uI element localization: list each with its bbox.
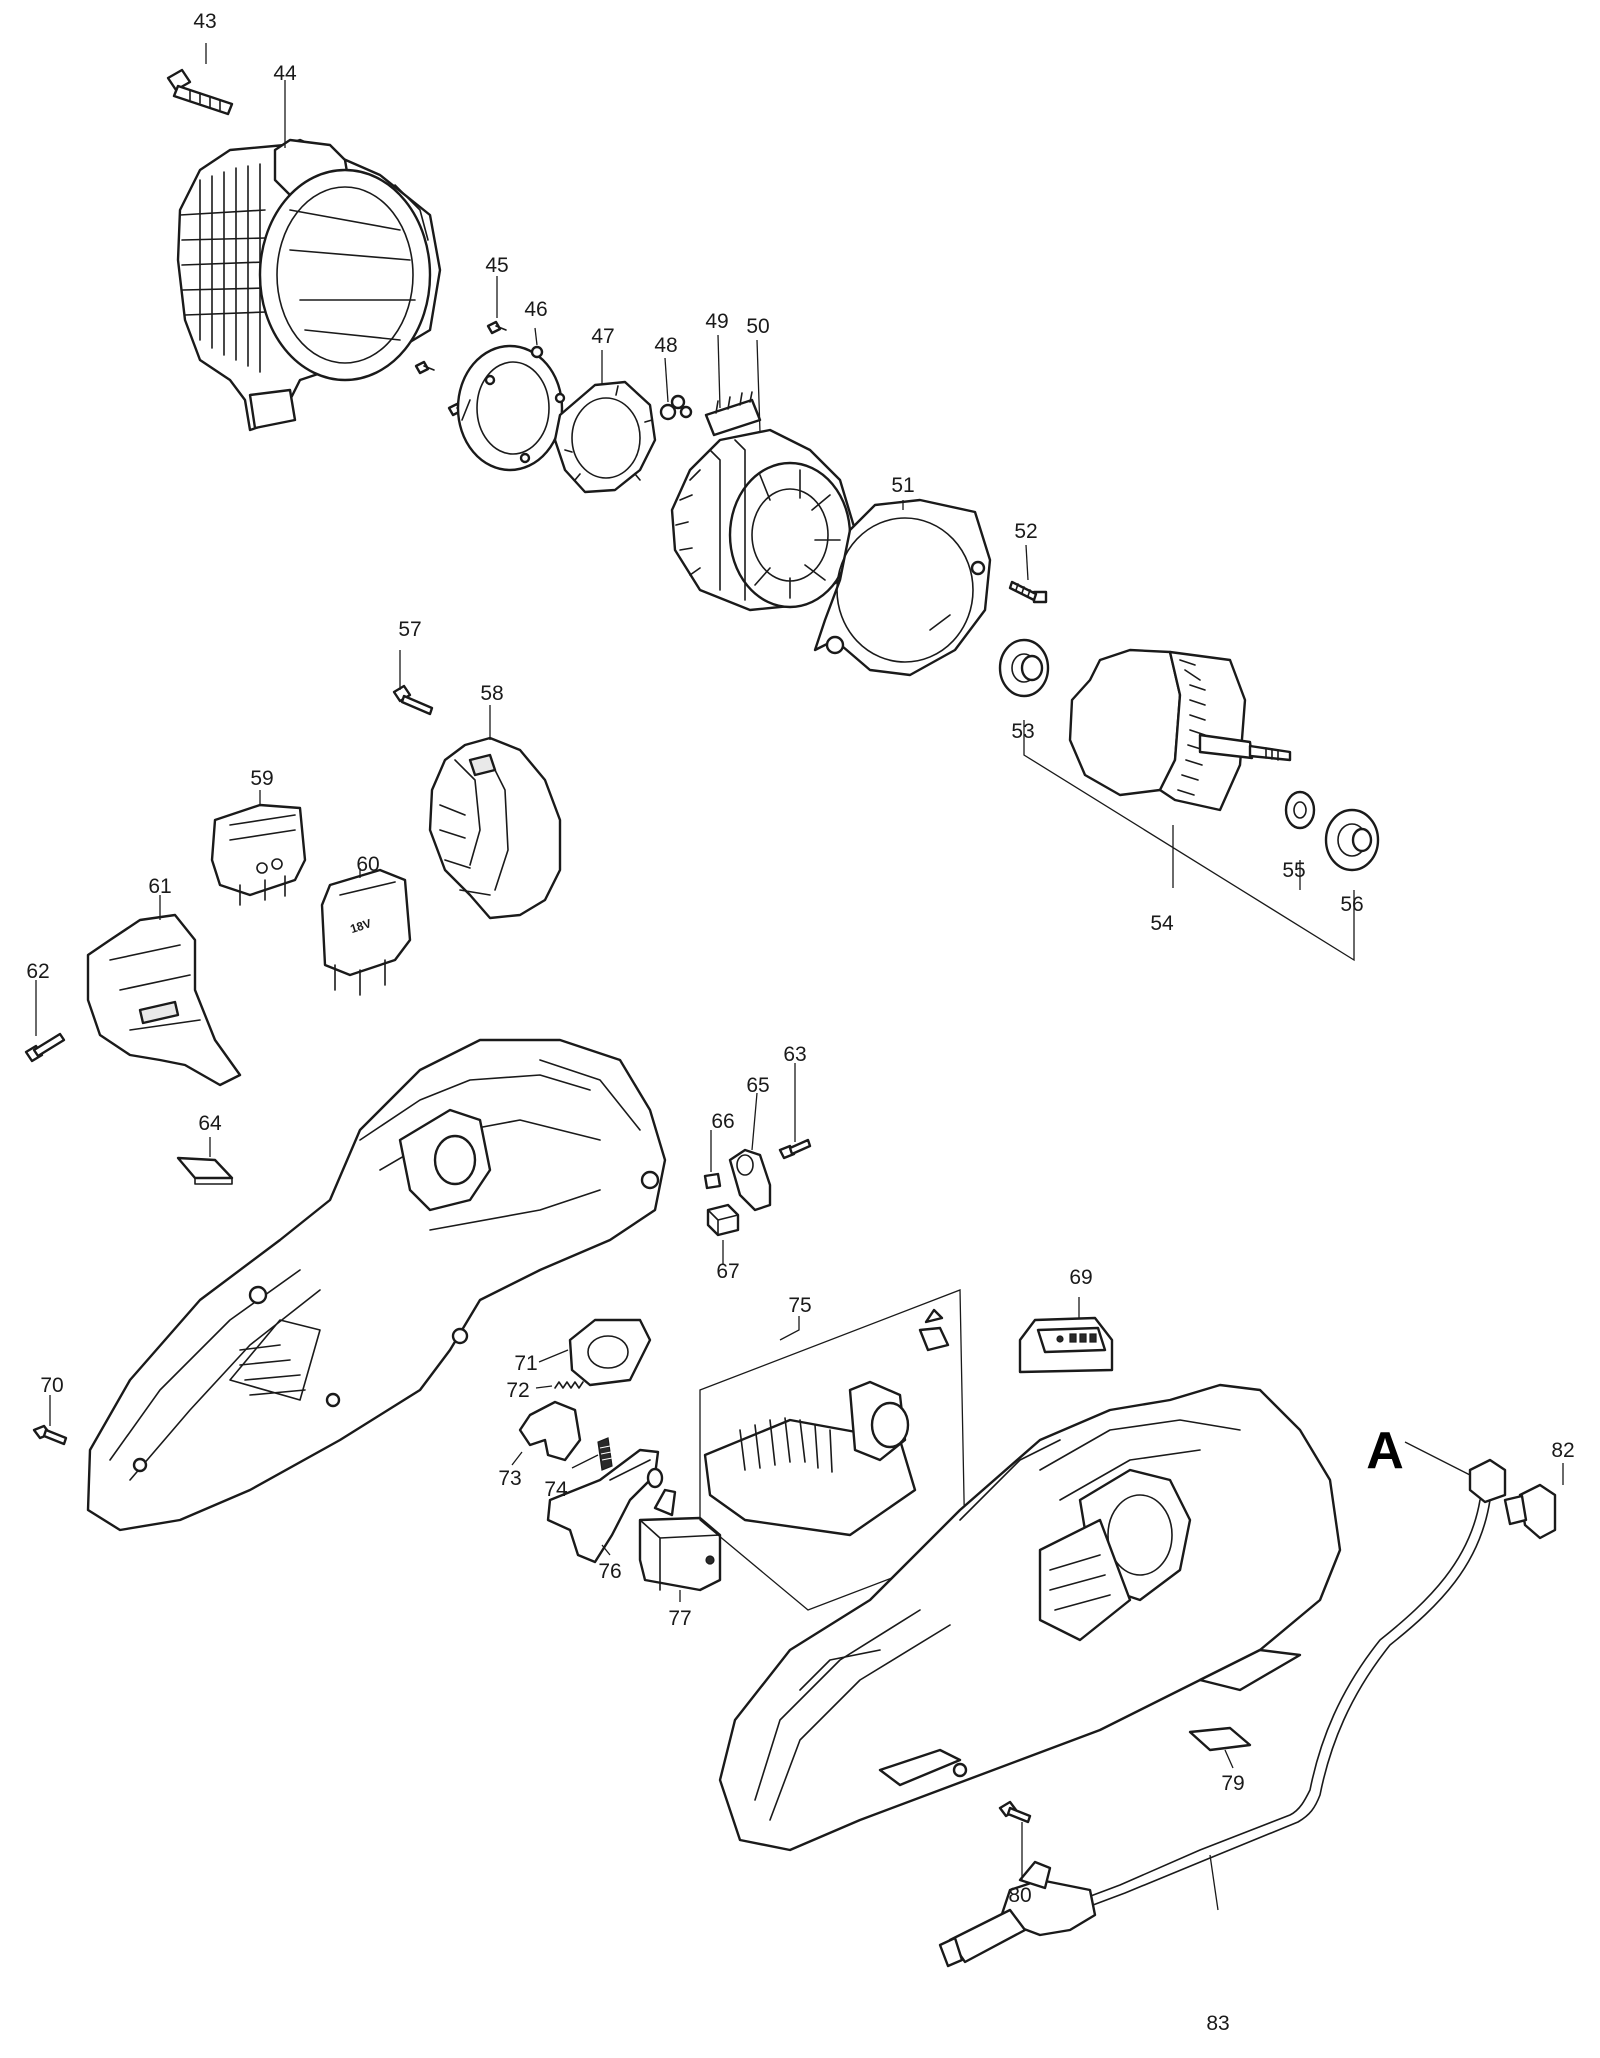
callout-56: 56: [1340, 893, 1363, 916]
callout-58: 58: [480, 682, 503, 705]
part-54-rotor: [1068, 648, 1292, 812]
part-45-screw: [486, 320, 507, 335]
part-69-switch-panel: [1018, 1316, 1114, 1374]
callout-44: 44: [273, 62, 297, 85]
callout-50: 50: [746, 315, 769, 338]
voltage-marking: 18V: [348, 916, 373, 936]
callout-65: 65: [746, 1074, 769, 1097]
callout-labels: 43 44 45 46 47 48 49 50 51 52 53 54 55 5…: [26, 10, 1574, 2035]
callout-62: 62: [26, 960, 49, 983]
part-75-controller-assembly: [699, 1289, 966, 1611]
part-76-trigger: [546, 1448, 664, 1564]
callout-83: 83: [1206, 2012, 1229, 2035]
part-72-spring: [554, 1381, 584, 1389]
callout-47: 47: [591, 325, 614, 348]
callout-52: 52: [1014, 520, 1037, 543]
part-82-banjo-bolt: [1503, 1483, 1557, 1540]
part-44-motor-housing: [176, 138, 442, 432]
bracket-54-55-56: [1023, 720, 1355, 962]
callout-54: 54: [1150, 912, 1174, 935]
part-52-screw: [1008, 580, 1048, 604]
part-74-spring: [597, 1437, 613, 1471]
callout-46: 46: [524, 298, 547, 321]
callout-82: 82: [1551, 1439, 1574, 1462]
part-59-battery-terminal: [210, 803, 307, 906]
callout-73: 73: [498, 1467, 521, 1490]
callout-79: 79: [1221, 1772, 1244, 1795]
part-71-rubber-button: [568, 1318, 652, 1387]
callout-51: 51: [891, 474, 914, 497]
part-66-nut: [703, 1172, 722, 1190]
part-58-controller-housing: [428, 736, 562, 920]
part-64-pad: [176, 1156, 234, 1185]
callout-59: 59: [250, 767, 273, 790]
part-56-bearing: [1324, 808, 1380, 872]
callout-70: 70: [40, 1374, 63, 1397]
callout-53: 53: [1011, 720, 1034, 743]
part-70-screw: [32, 1424, 68, 1446]
part-60-battery-terminal-18v: 18V: [320, 868, 412, 996]
part-43-screw: [166, 68, 234, 116]
part-73-lock-button: [518, 1400, 582, 1462]
callout-49: 49: [705, 310, 728, 333]
part-57-screw: [392, 684, 434, 716]
callout-69: 69: [1069, 1266, 1092, 1289]
callout-80: 80: [1008, 1884, 1031, 1907]
callout-76: 76: [598, 1560, 621, 1583]
callout-74: 74: [544, 1478, 568, 1501]
callout-77: 77: [668, 1607, 691, 1630]
part-79-pad: [1188, 1726, 1252, 1752]
housing-right-half: [718, 1383, 1342, 1852]
callout-75: 75: [788, 1294, 811, 1317]
part-61-terminal-cover: [86, 913, 242, 1087]
part-51-end-cover: [813, 498, 992, 677]
part-83-hose: [938, 1458, 1507, 1968]
part-63-screw: [778, 1138, 812, 1160]
part-55-washer: [1284, 790, 1316, 830]
leader-lines: [35, 43, 1564, 1911]
part-46-sensor-plate: [456, 344, 566, 472]
callout-43: 43: [193, 10, 216, 33]
part-47-insulator-ring: [553, 380, 657, 494]
callout-64: 64: [198, 1112, 222, 1135]
part-53-bearing: [998, 638, 1050, 698]
callout-71: 71: [514, 1352, 537, 1375]
callout-48: 48: [654, 334, 677, 357]
callout-57: 57: [398, 618, 421, 641]
part-77-switch: [638, 1488, 722, 1592]
callout-61: 61: [148, 875, 171, 898]
reference-mark-a: A: [1366, 1422, 1404, 1480]
callout-60: 60: [356, 853, 379, 876]
part-62-screw: [24, 1032, 66, 1063]
part-50-stator: [670, 428, 857, 612]
callout-63: 63: [783, 1043, 806, 1066]
callout-45: 45: [485, 254, 508, 277]
callout-72: 72: [506, 1379, 529, 1402]
part-48-screws: [659, 394, 693, 421]
callout-66: 66: [711, 1110, 734, 1133]
part-67-block: [706, 1203, 740, 1237]
part-65-lever: [728, 1148, 772, 1212]
callout-55: 55: [1282, 859, 1305, 882]
part-49-terminal-block: [704, 391, 762, 437]
callout-67: 67: [716, 1260, 739, 1283]
housing-left-half: [86, 1038, 667, 1532]
part-80-screw: [998, 1800, 1032, 1824]
